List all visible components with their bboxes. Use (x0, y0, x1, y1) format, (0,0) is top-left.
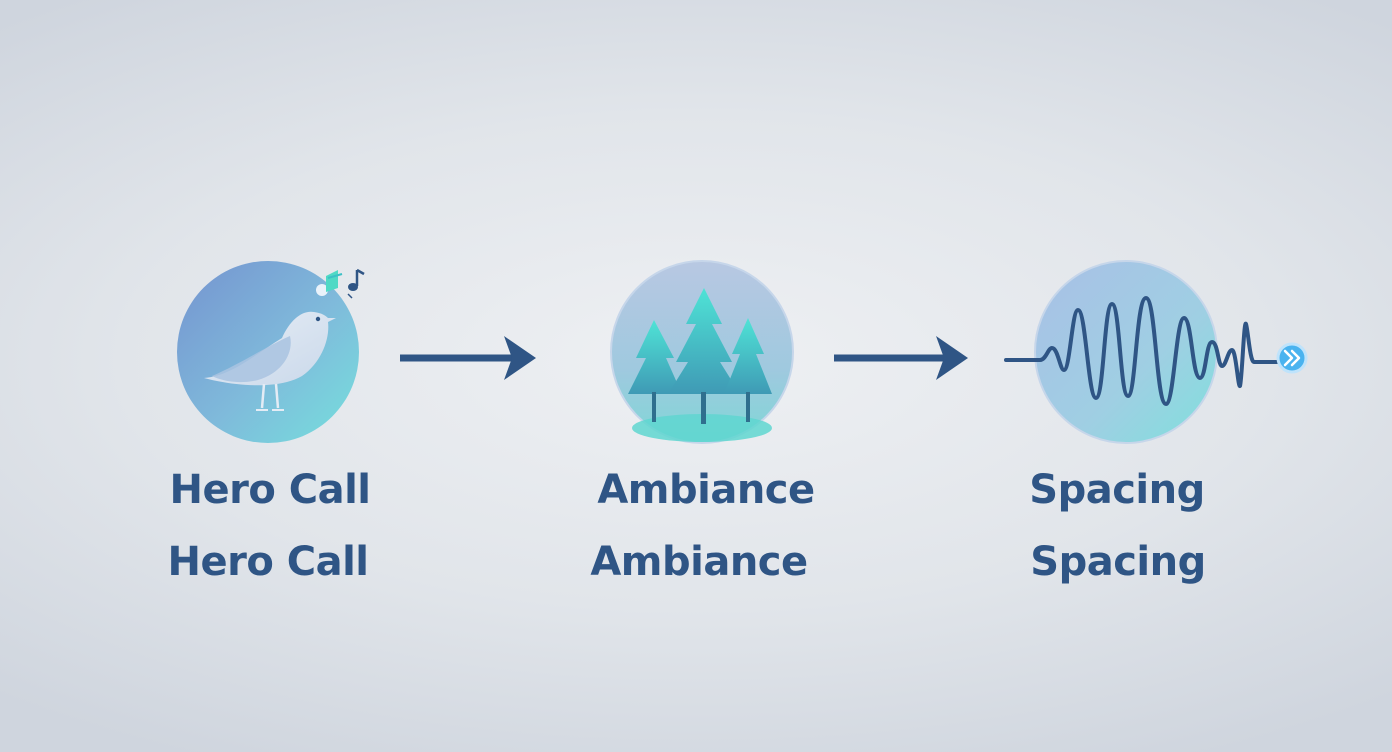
spacing-node (1000, 258, 1320, 450)
waveform-icon (1004, 260, 1308, 444)
arrow-right-icon (400, 336, 536, 380)
arrow-right-icon (834, 336, 968, 380)
step-title-spacing: Spacing (1029, 467, 1205, 513)
step-subtitle-ambiance: Ambiance (590, 539, 808, 585)
ambiance-node (606, 258, 798, 450)
music-note-icon (312, 264, 372, 304)
step-subtitle-spacing: Spacing (1030, 539, 1206, 585)
step-title-hero-call: Hero Call (169, 467, 371, 513)
step-title-ambiance: Ambiance (597, 467, 815, 513)
forest-icon (610, 260, 794, 444)
bird-icon (177, 261, 359, 443)
step-subtitle-hero-call: Hero Call (167, 539, 369, 585)
hero-call-node (172, 258, 372, 448)
